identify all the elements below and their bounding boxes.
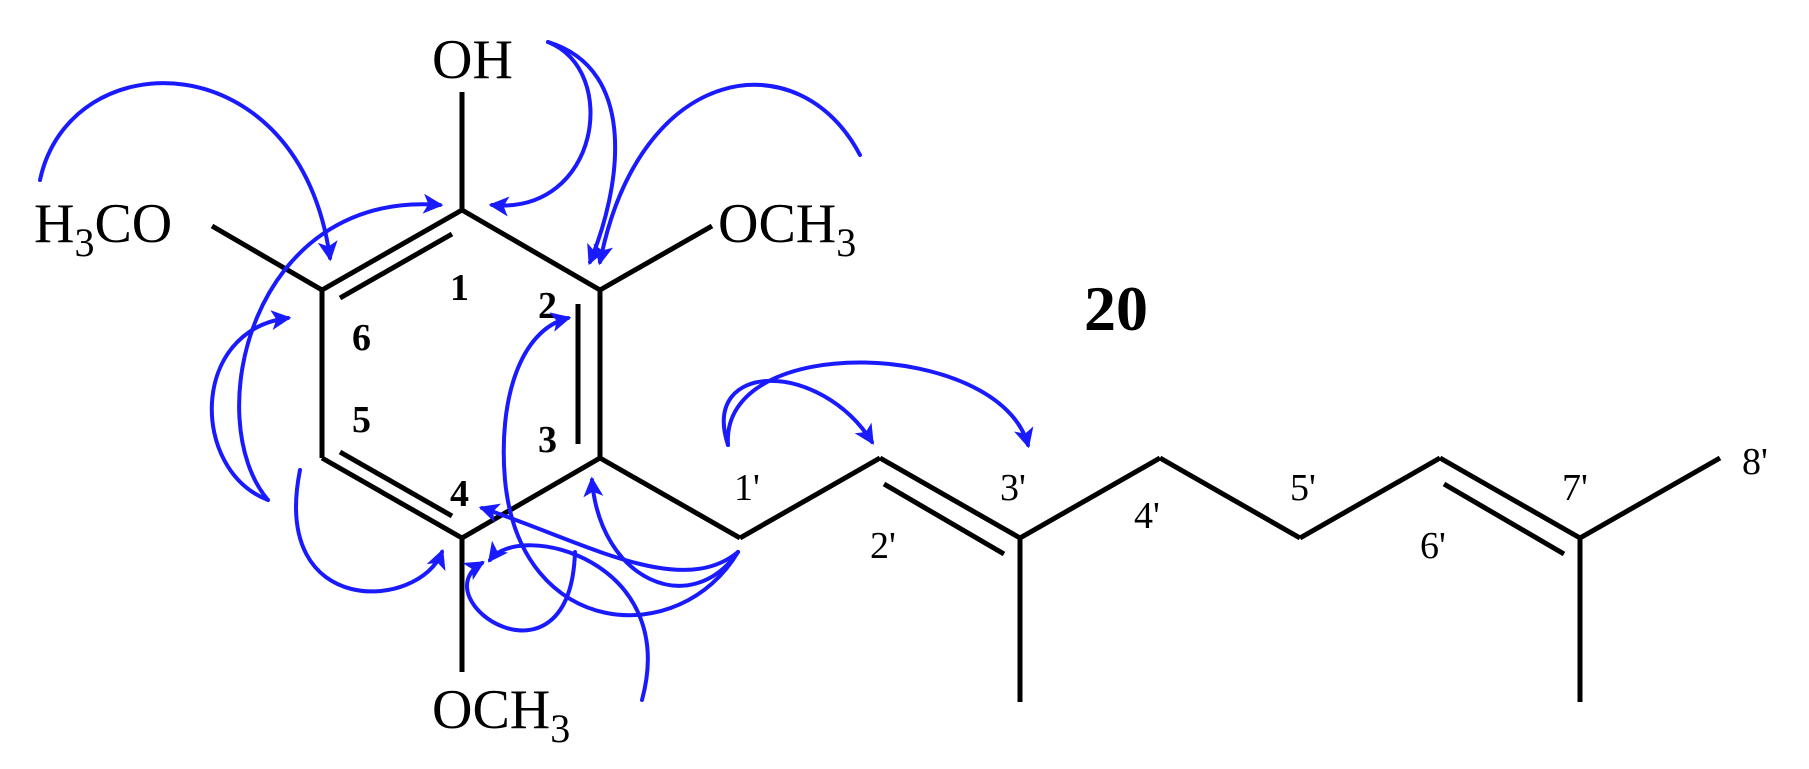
hmbc-arrow <box>462 550 577 633</box>
hmbc-arrow <box>721 378 874 447</box>
bond-c6p-c7p-inner <box>1442 481 1566 557</box>
bond-c6-ome <box>210 223 324 293</box>
geranyl-chain <box>598 455 1722 702</box>
chain-number-2p: 2' <box>870 525 896 567</box>
hmbc-arrow <box>546 40 618 266</box>
bond-c4-c5 <box>320 455 464 541</box>
compound-number: 20 <box>1084 273 1148 344</box>
bond-c2-ome <box>598 223 714 293</box>
hmbc-arrow <box>488 40 593 217</box>
bond-c4p-c5p <box>1158 455 1302 541</box>
hydroxyl-label: OH <box>432 29 513 91</box>
hmbc-arrow <box>487 540 650 702</box>
substituent-bonds <box>210 92 714 672</box>
bond-c6-c1-inner <box>338 231 454 301</box>
bond-c7p-c8p <box>1578 455 1722 541</box>
hmbc-arrow <box>583 476 740 588</box>
chain-number-4p: 4' <box>1134 495 1160 537</box>
bond-c3p-c4p <box>1018 455 1162 541</box>
hmbc-arrow <box>209 310 292 502</box>
hmbc-arrow <box>237 193 444 502</box>
hmbc-arrow <box>725 360 1034 449</box>
bond-c2p-c3p <box>878 455 1022 541</box>
ring-number-1: 1 <box>450 267 469 309</box>
methoxy-2-label: OCH3 <box>718 193 856 265</box>
hmbc-arrow <box>38 81 338 262</box>
chain-number-3p: 3' <box>1000 467 1026 509</box>
chain-number-6p: 6' <box>1420 525 1446 567</box>
methoxy-6-label: H3CO <box>34 193 172 265</box>
hmbc-arrow <box>593 82 862 266</box>
benzene-ring <box>319 207 603 541</box>
chain-number-7p: 7' <box>1562 467 1588 509</box>
bond-c1-c2 <box>460 207 602 293</box>
hmbc-arrow <box>501 312 740 618</box>
methoxy-4-label: OCH3 <box>432 679 570 751</box>
chain-numbering: 1' 2' 3' 4' 5' 6' 7' 8' <box>734 441 1768 567</box>
bond-c6p-c7p <box>1438 455 1582 541</box>
ring-number-6: 6 <box>352 317 371 359</box>
hmbc-arrow <box>294 468 446 594</box>
chain-number-8p: 8' <box>1742 441 1768 483</box>
bond-c4-c5-inner <box>338 449 454 519</box>
ring-number-4: 4 <box>450 473 469 515</box>
bond-c6-c1 <box>320 207 464 293</box>
group-labels: OH H3CO OCH3 OCH3 <box>34 29 856 751</box>
bond-c3-c4 <box>460 455 602 541</box>
chain-number-1p: 1' <box>734 467 760 509</box>
chain-number-5p: 5' <box>1290 467 1316 509</box>
bond-c1p-c2p <box>738 455 882 541</box>
ring-numbering: 1 2 3 4 5 6 <box>352 267 557 515</box>
ring-number-5: 5 <box>352 399 371 441</box>
bond-c5p-c6p <box>1298 455 1442 541</box>
bond-c2p-c3p-inner <box>882 481 1006 557</box>
hmbc-arrow <box>478 503 740 572</box>
ring-number-2: 2 <box>538 285 557 327</box>
bond-c3-c1p <box>598 455 742 541</box>
hmbc-arrows <box>38 40 1034 702</box>
ring-number-3: 3 <box>538 419 557 461</box>
